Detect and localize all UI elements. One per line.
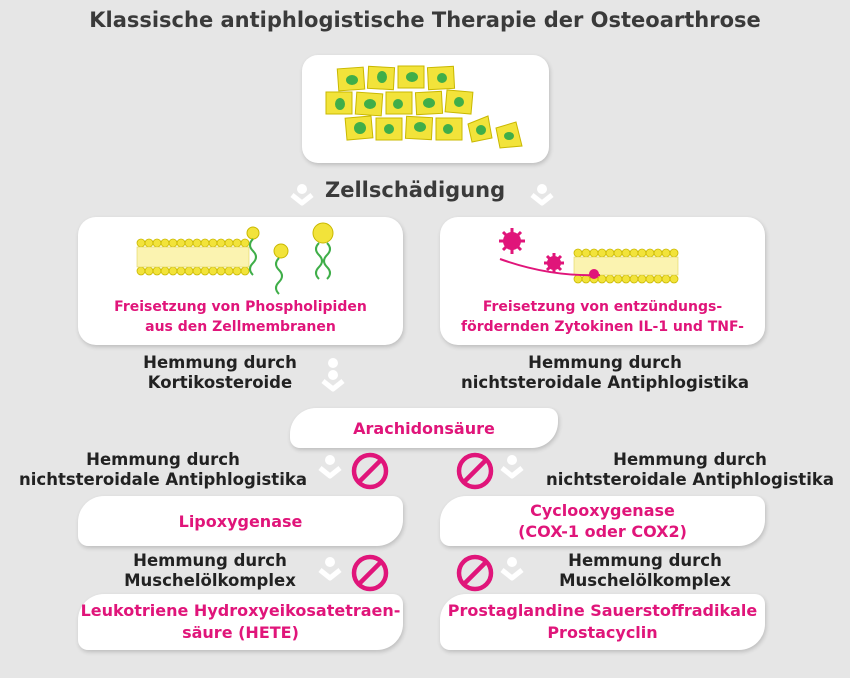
- inhibition-mussel-label-left: Hemmung durch Muschelölkomplex: [124, 551, 296, 590]
- prohibition-icon: [351, 554, 389, 592]
- cell-damage-label: Zellschädigung: [325, 178, 506, 202]
- cell-tissue-illustration: [325, 65, 523, 149]
- cytokine-text-line-1: Freisetzung von entzündungs-: [482, 299, 723, 315]
- prohibition-icon: [456, 452, 494, 490]
- leukotriene-box: Leukotriene Hydroxyeikosatetraen- säure …: [78, 594, 403, 650]
- inhibition-nsaid-label-right: Hemmung durch nichtsteroidale Antiphlogi…: [546, 450, 834, 489]
- inhibition-corticosteroids-label: Hemmung durch Kortikosteroide: [143, 353, 297, 392]
- lipoxygenase-box: Lipoxygenase: [78, 496, 403, 546]
- chevron-down-icon: [530, 184, 554, 206]
- phospholipid-panel: Freisetzung von Phospholipiden aus den Z…: [78, 217, 403, 345]
- prohibition-icon: [456, 554, 494, 592]
- cyclooxygenase-box: Cyclooxygenase (COX-1 oder COX2): [440, 496, 765, 546]
- inhibition-nsaid-label-left: Hemmung durch nichtsteroidale Antiphlogi…: [19, 450, 307, 489]
- chevron-down-icon: [290, 184, 314, 206]
- prostaglandine-box: Prostaglandine Sauerstoffradikale Prosta…: [440, 594, 765, 650]
- inhibition-mussel-label-right: Hemmung durch Muschelölkomplex: [559, 551, 731, 590]
- arachidonic-acid-box: Arachidonsäure: [290, 408, 558, 448]
- cytokine-illustration: [499, 228, 679, 284]
- inhibition-nsaid-label-top: Hemmung durch nichtsteroidale Antiphlogi…: [461, 353, 749, 392]
- page-title: Klassische antiphlogistische Therapie de…: [89, 8, 761, 32]
- cytokine-panel: Freisetzung von entzündungs- fördernden …: [440, 217, 765, 345]
- cell-tissue-box: [302, 55, 549, 163]
- chevron-down-icon: [318, 557, 342, 581]
- cytokine-text-line-2: fördernden Zytokinen IL-1 und TNF-: [461, 319, 744, 335]
- chevron-down-icon: [318, 455, 342, 479]
- chevron-down-icon: [500, 557, 524, 581]
- phospholipid-text-line-2: aus den Zellmembranen: [145, 319, 336, 335]
- chevron-down-icon: [500, 455, 524, 479]
- chevron-down-icon: [321, 358, 345, 392]
- membrane-phospholipid-illustration: [136, 222, 334, 295]
- phospholipid-text-line-1: Freisetzung von Phospholipiden: [114, 299, 367, 315]
- prohibition-icon: [351, 452, 389, 490]
